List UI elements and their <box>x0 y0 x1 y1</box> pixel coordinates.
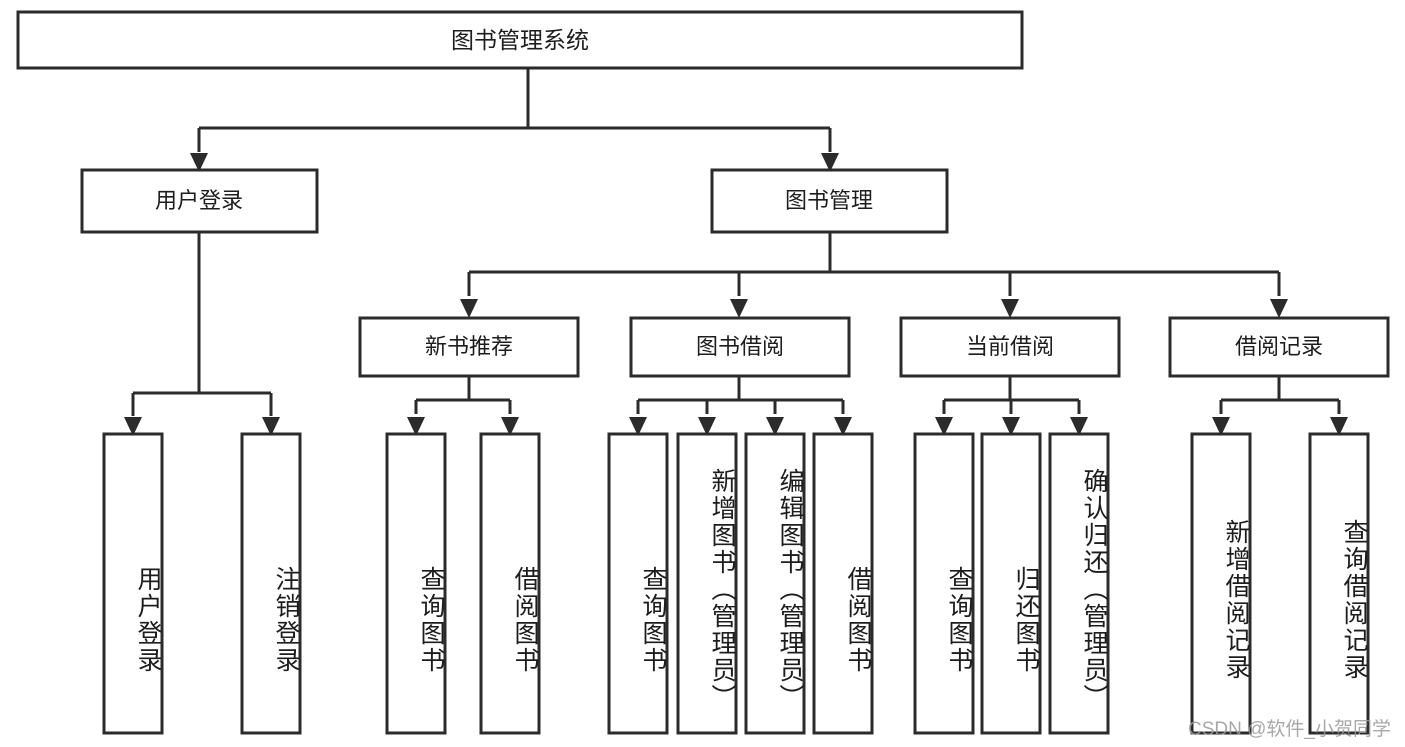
arrow-to-borrow-record <box>1270 299 1288 318</box>
connector-user-login-to-leaves <box>124 232 280 436</box>
connector-current-borrow-to-leaves <box>935 376 1088 436</box>
node-leaf-query-book-2[interactable] <box>607 432 669 735</box>
node-leaf-query-record[interactable] <box>1308 432 1370 735</box>
node-user-login[interactable]: 用户登录 <box>80 168 319 234</box>
connector-root-to-level1 <box>190 68 839 172</box>
node-current-borrow-label: 当前借阅 <box>966 334 1054 359</box>
node-book-borrow[interactable]: 图书借阅 <box>629 316 851 378</box>
connector-book-management-to-level2 <box>460 232 1288 318</box>
connector-new-book-recommend-to-leaves <box>407 376 519 436</box>
node-leaf-borrow-book-1[interactable] <box>479 432 541 735</box>
csdn-watermark: CSDN @软件_小贺同学 <box>1188 719 1391 740</box>
node-new-book-recommend-label: 新书推荐 <box>425 334 513 359</box>
node-borrow-record[interactable]: 借阅记录 <box>1168 316 1390 378</box>
node-leaf-edit-book[interactable] <box>744 432 806 735</box>
node-new-book-recommend[interactable]: 新书推荐 <box>358 316 580 378</box>
node-root-system[interactable]: 图书管理系统 <box>16 10 1024 70</box>
node-leaf-add-book[interactable] <box>676 432 738 735</box>
node-user-login-label: 用户登录 <box>155 188 243 213</box>
node-leaf-confirm-return[interactable] <box>1048 432 1110 735</box>
node-leaf-borrow-book-2[interactable] <box>812 432 874 735</box>
node-leaf-return-book[interactable] <box>980 432 1042 735</box>
node-leaf-logout-login[interactable] <box>240 432 302 735</box>
arrow-to-book-borrow <box>730 299 748 318</box>
node-leaf-add-record[interactable] <box>1190 432 1252 735</box>
node-leaf-query-book-1[interactable] <box>385 432 447 735</box>
node-root-label: 图书管理系统 <box>451 27 589 53</box>
node-borrow-record-label: 借阅记录 <box>1235 334 1323 359</box>
node-book-management-label: 图书管理 <box>785 188 873 213</box>
connector-book-borrow-to-leaves <box>629 376 852 436</box>
arrow-to-new-book-recommend <box>460 299 478 318</box>
node-leaf-user-login[interactable] <box>102 432 164 735</box>
arrow-to-current-borrow <box>1001 299 1019 318</box>
node-leaf-query-book-3[interactable] <box>913 432 975 735</box>
node-current-borrow[interactable]: 当前借阅 <box>899 316 1121 378</box>
node-book-borrow-label: 图书借阅 <box>696 334 784 359</box>
node-book-management[interactable]: 图书管理 <box>710 168 949 234</box>
connector-borrow-record-to-leaves <box>1212 376 1348 436</box>
